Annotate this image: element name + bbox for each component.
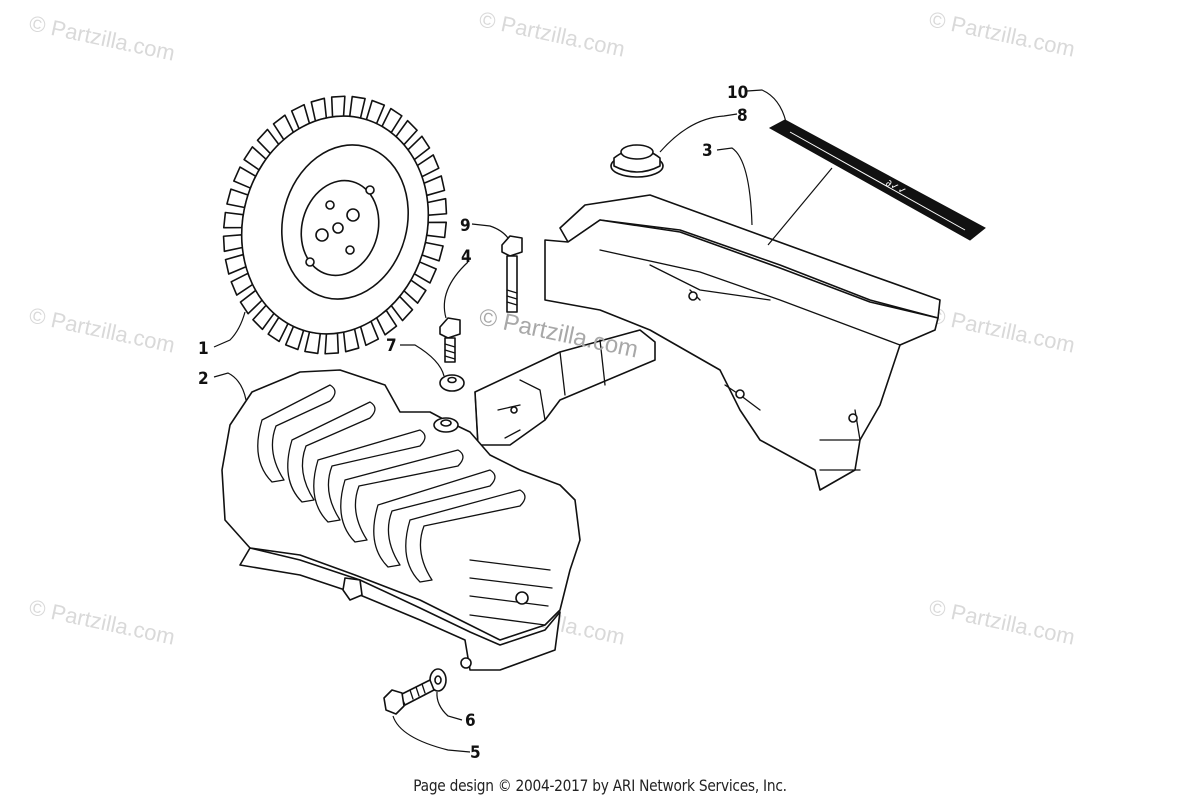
leader-7 bbox=[400, 344, 445, 377]
leader-6 bbox=[436, 691, 463, 721]
watermark: © Partzilla.com bbox=[27, 594, 177, 649]
decal-strip bbox=[768, 119, 986, 241]
spacer-hole bbox=[447, 376, 457, 384]
shroud-hole bbox=[735, 389, 745, 399]
part-grommet bbox=[610, 144, 664, 178]
part-fan bbox=[222, 95, 448, 355]
callout-2: 2 bbox=[198, 369, 209, 389]
leader-10-to-shroud bbox=[767, 167, 833, 246]
fan-fins bbox=[222, 95, 448, 355]
callout-8: 8 bbox=[737, 106, 748, 126]
fan-hole bbox=[305, 257, 315, 267]
watermark: © Partzilla.com bbox=[477, 6, 627, 61]
bolt-thread bbox=[409, 683, 426, 700]
leader-2 bbox=[213, 372, 247, 401]
bracket-hole bbox=[510, 406, 518, 414]
fan-fin bbox=[348, 95, 366, 119]
callout-10: 10 bbox=[727, 83, 748, 103]
part-decal: ∂✓✓ bbox=[768, 119, 986, 241]
part-housing bbox=[221, 369, 581, 671]
housing-top bbox=[221, 369, 581, 641]
fan-fin bbox=[222, 233, 244, 253]
bolt-head bbox=[383, 689, 405, 715]
fan-hole bbox=[365, 185, 375, 195]
part-bracket bbox=[474, 329, 656, 446]
leader-3 bbox=[716, 147, 753, 226]
leader-lines bbox=[213, 89, 833, 753]
housing-rib bbox=[373, 469, 496, 568]
housing-hole bbox=[460, 657, 472, 669]
fan-fin bbox=[304, 331, 322, 355]
bolt-shaft bbox=[399, 679, 435, 706]
fan-fin bbox=[342, 328, 360, 353]
fan-hole bbox=[345, 245, 355, 255]
part-long-bolt bbox=[501, 235, 523, 313]
bolt-shaft bbox=[506, 255, 518, 313]
callouts: 1 2 3 4 5 6 7 8 9 10 bbox=[198, 83, 748, 763]
callout-4: 4 bbox=[461, 247, 472, 267]
part-bottom-bolt bbox=[383, 679, 435, 715]
housing-rib bbox=[257, 384, 336, 483]
bracket-detail bbox=[474, 339, 606, 446]
leader-1 bbox=[213, 311, 246, 348]
callout-7: 7 bbox=[386, 336, 397, 356]
housing-base bbox=[239, 547, 561, 671]
housing-mount-hole bbox=[440, 419, 452, 427]
fan-hole bbox=[332, 222, 344, 234]
fan-hole bbox=[346, 208, 360, 222]
callout-3: 3 bbox=[702, 141, 713, 161]
callout-5: 5 bbox=[470, 743, 481, 763]
fan-fin bbox=[425, 221, 448, 239]
fan-fin bbox=[224, 253, 247, 275]
fan-hole bbox=[315, 228, 329, 242]
part-spacer bbox=[439, 374, 465, 392]
watermark: © Partzilla.com bbox=[27, 302, 177, 357]
leader-9 bbox=[471, 223, 509, 239]
washer-hole bbox=[434, 675, 442, 685]
housing-rib bbox=[405, 489, 526, 583]
footer-copyright: Page design © 2004-2017 by ARI Network S… bbox=[413, 776, 787, 795]
leader-5 bbox=[392, 715, 471, 753]
grommet-top bbox=[620, 144, 654, 160]
housing-detail bbox=[469, 559, 553, 626]
fan-fin bbox=[330, 95, 346, 118]
housing-rib bbox=[313, 429, 426, 523]
fan-fin bbox=[324, 332, 340, 355]
part-shroud bbox=[544, 194, 941, 491]
fan-fin bbox=[423, 175, 446, 197]
shroud-hole bbox=[848, 413, 858, 423]
callout-1: 1 bbox=[198, 339, 209, 359]
fan-fin bbox=[310, 97, 328, 122]
bolt-head bbox=[439, 317, 461, 339]
part-washer bbox=[429, 668, 447, 692]
watermark: © Partzilla.com bbox=[927, 302, 1077, 357]
bolt-head bbox=[501, 235, 523, 257]
callout-6: 6 bbox=[465, 711, 476, 731]
watermark: © Partzilla.com bbox=[27, 10, 177, 65]
fan-fin bbox=[426, 197, 448, 217]
fan-hole bbox=[325, 200, 335, 210]
housing-tab bbox=[342, 577, 363, 601]
leader-4 bbox=[443, 261, 469, 319]
shroud-hole bbox=[688, 291, 698, 301]
housing-rib bbox=[340, 449, 464, 543]
callout-9: 9 bbox=[460, 216, 471, 236]
decal-stripe bbox=[789, 131, 966, 231]
part-short-bolt bbox=[439, 317, 461, 363]
bolt-thread bbox=[444, 343, 456, 360]
watermark: © Partzilla.com bbox=[927, 594, 1077, 649]
watermark: © Partzilla.com bbox=[927, 6, 1077, 61]
leader-8 bbox=[659, 113, 738, 153]
housing-hole bbox=[515, 591, 529, 605]
bolt-thread bbox=[506, 289, 518, 306]
leader-10 bbox=[746, 89, 787, 123]
housing-rib bbox=[287, 401, 376, 503]
housing-ribs bbox=[257, 384, 526, 583]
fan-fin bbox=[222, 211, 245, 229]
